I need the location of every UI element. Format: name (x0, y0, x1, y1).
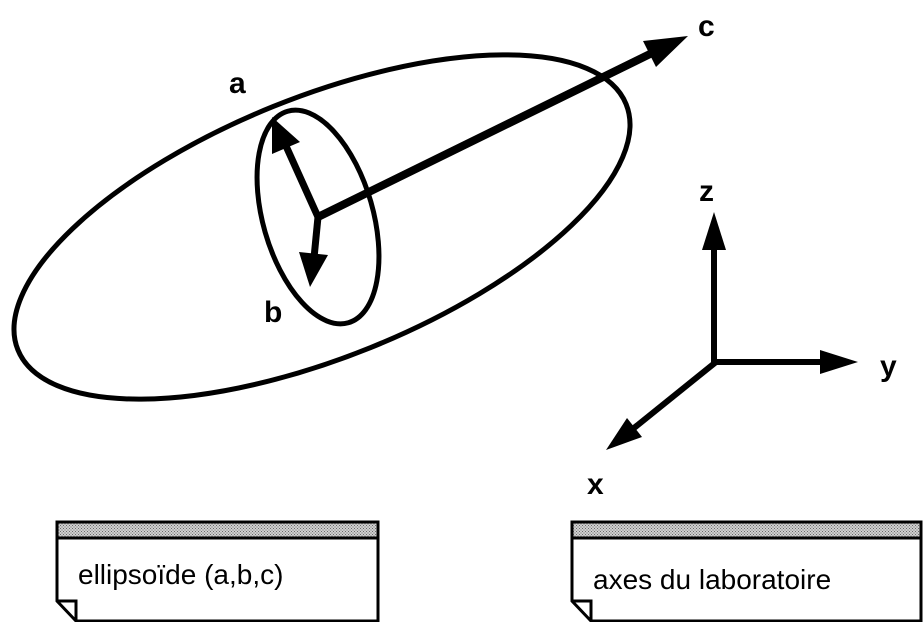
axis-c-arrow (316, 36, 688, 221)
cross-section-ellipse (254, 107, 382, 327)
label-y: y (880, 350, 897, 383)
lab-axis-x-arrow (606, 359, 718, 450)
label-c: c (698, 10, 715, 43)
label-a: a (229, 67, 246, 100)
lab-axis-y-arrow (711, 350, 858, 374)
note-lab-axes: axes du laboratoire (570, 520, 923, 622)
label-b: b (264, 296, 282, 329)
label-z: z (699, 175, 714, 208)
note-lab-axes-text: axes du laboratoire (593, 564, 831, 595)
ellipsoid-outline (11, 52, 633, 402)
label-x: x (587, 468, 604, 501)
axis-b-arrow (299, 216, 328, 287)
note-ellipsoid-text: ellipsoïde (a,b,c) (78, 559, 283, 590)
axis-a-arrow (272, 117, 322, 219)
note-ellipsoid: ellipsoïde (a,b,c) (55, 520, 380, 622)
lab-axes: z y x (587, 175, 897, 501)
lab-axis-z-arrow (702, 212, 726, 365)
